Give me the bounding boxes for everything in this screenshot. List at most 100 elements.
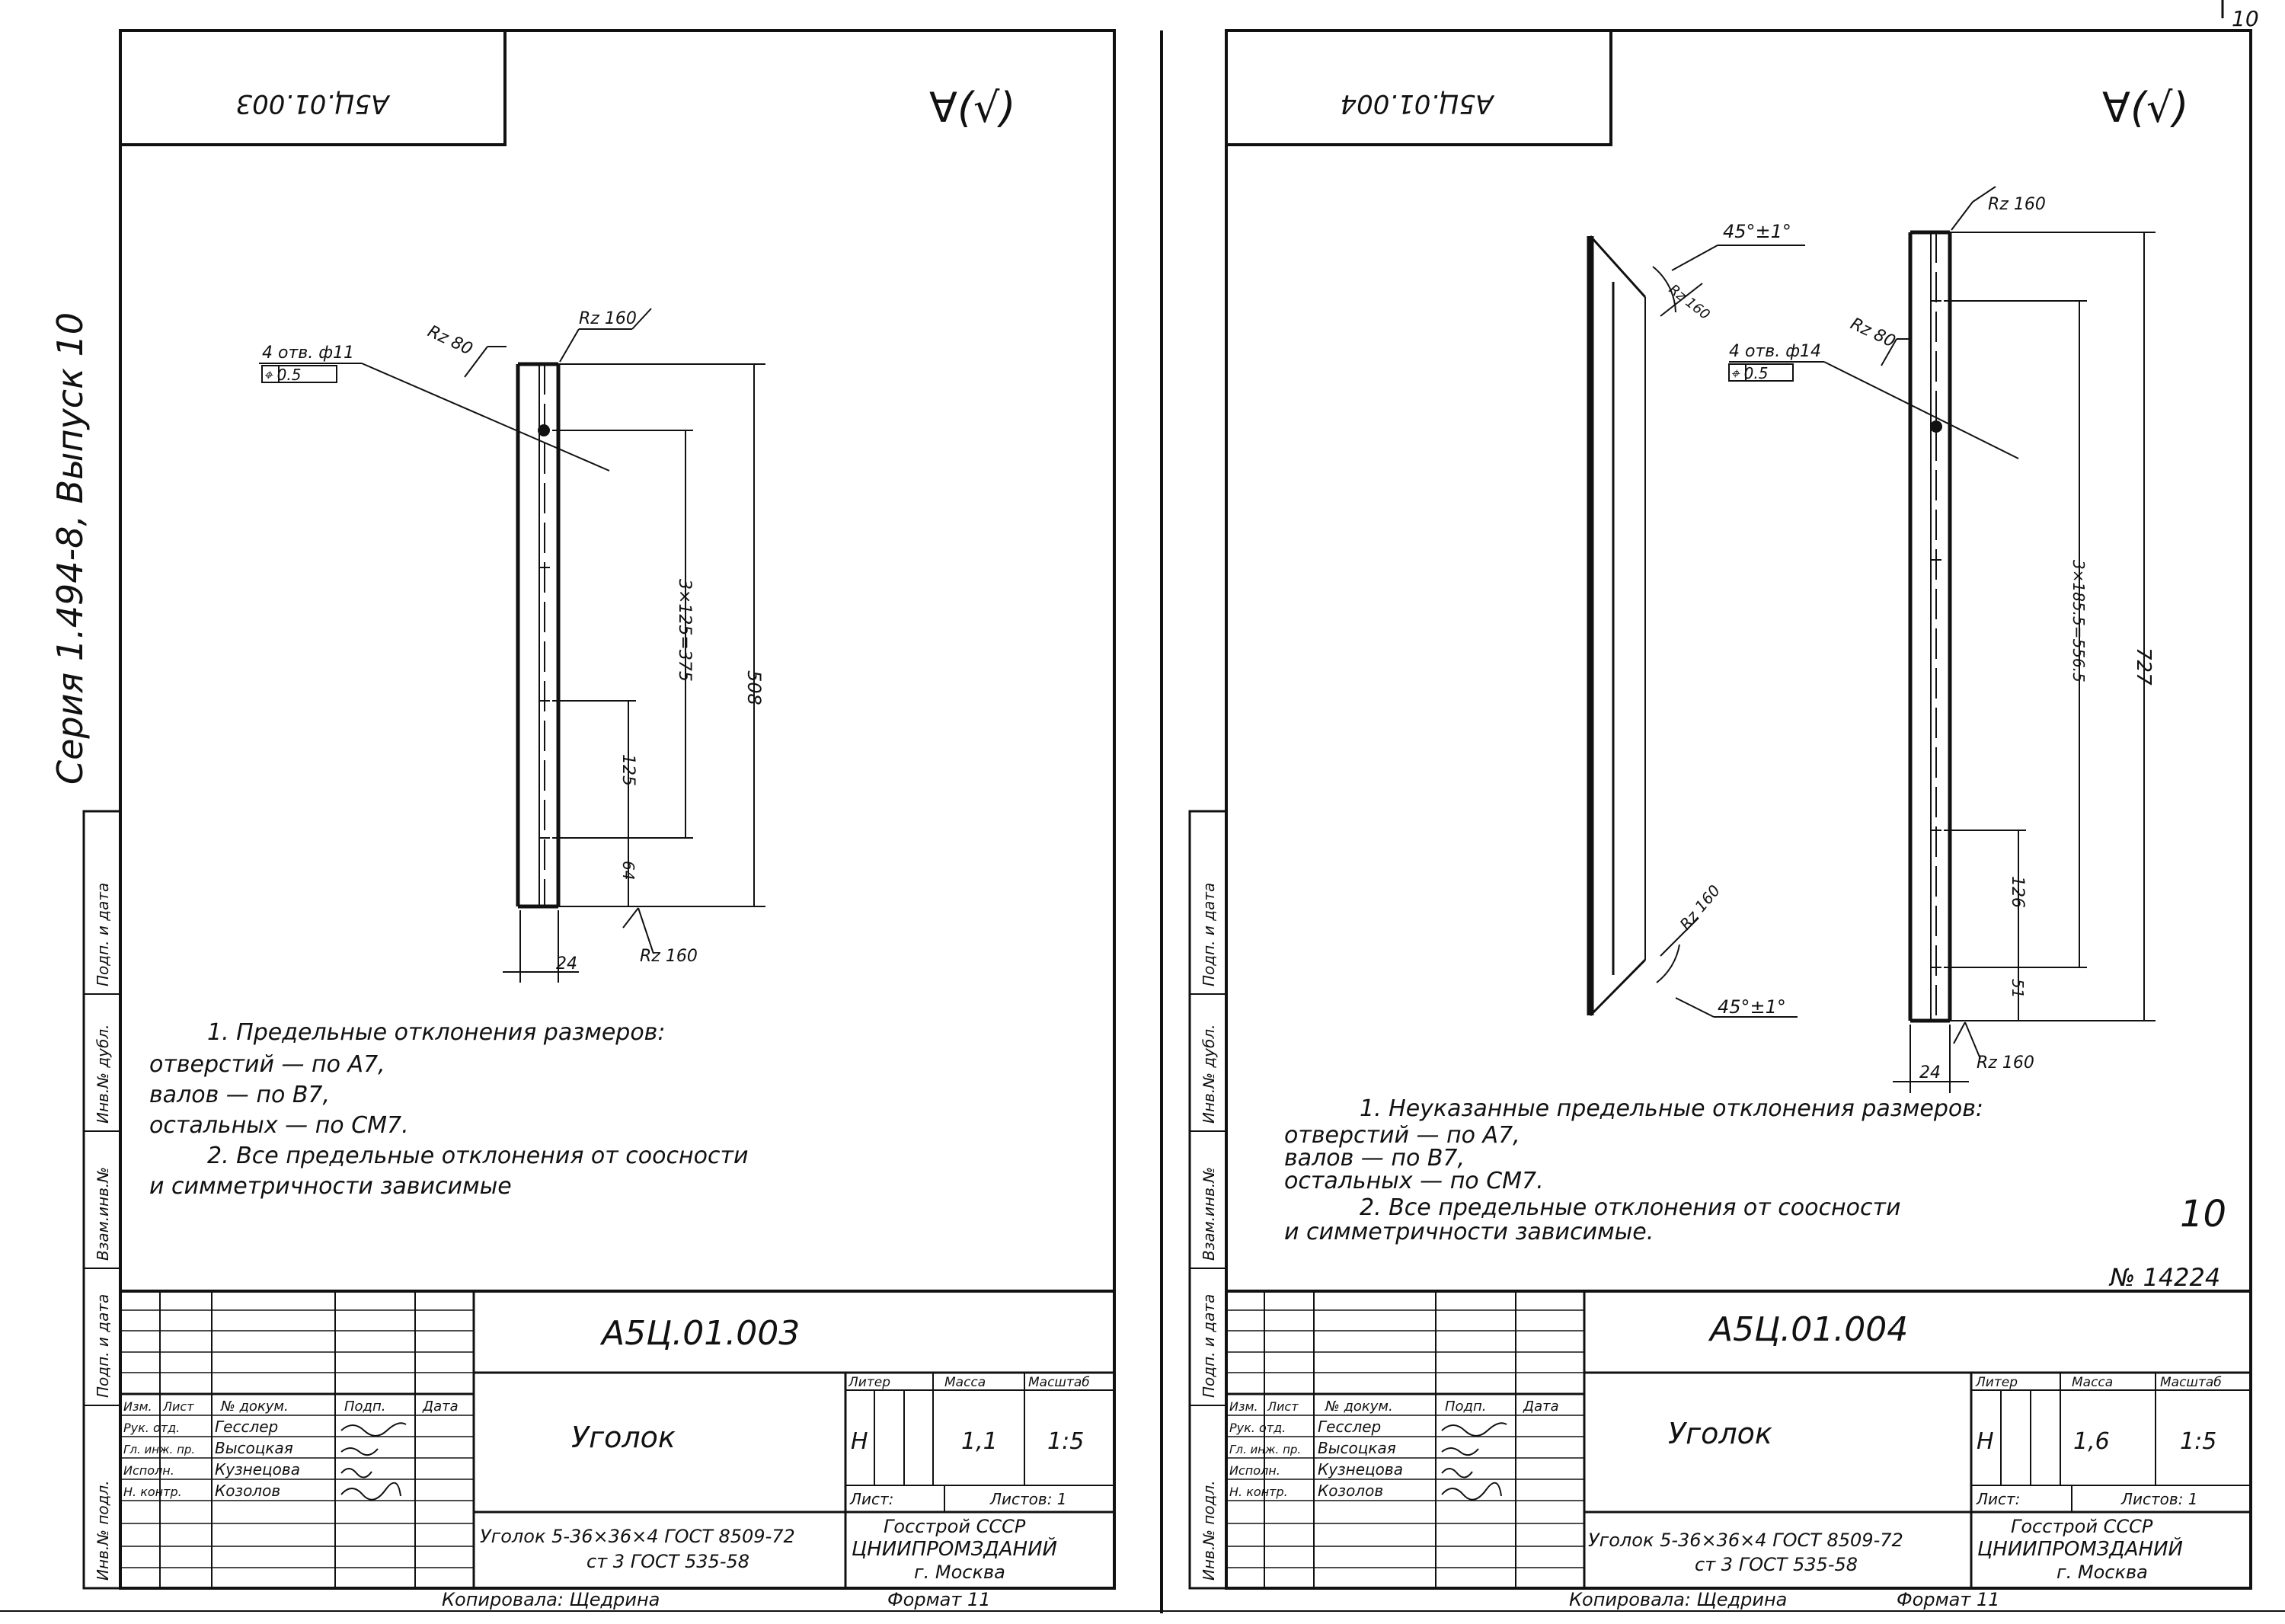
tb-col-header: Лист [162,1399,194,1414]
code-box-label: А5Ц.01.003 [235,88,390,119]
label-hole: 4 отв. ф14 [1729,342,1821,361]
frame-right [1225,29,2252,1590]
doc-number: № 14224 [2108,1263,2220,1292]
signature-mark [1441,1422,1507,1501]
tb-sheet-label: Лист: [849,1490,893,1508]
tb-mass-header: Масса [944,1375,986,1390]
tb-part-name: Уголок [1668,1417,1772,1450]
label-rz80: Rz 80 [424,322,475,360]
tb-org-2: ЦНИИПРОМЗДАНИЙ [1977,1536,2183,1561]
tb-role: Рук. отд. [1229,1421,1286,1435]
part-side-view [1587,235,1805,1018]
tb-material-1: Уголок 5-36×36×4 ГОСТ 8509-72 [480,1526,795,1547]
tb-litera-header: Литер [848,1375,890,1390]
title-block-right [1225,1290,2252,1590]
tb-col-header: Изм. [1229,1399,1258,1414]
side-stamp-label: Инв.№ подл. [1200,1480,1218,1581]
tb-material-1: Уголок 5-36×36×4 ГОСТ 8509-72 [1588,1530,1903,1551]
tb-role: Исполн. [123,1463,174,1478]
part-view-left [259,308,765,983]
side-stamp-right: Инв.№ подл. Подп. и дата Взам.инв.№ Инв.… [1188,810,1228,1590]
label-tolerance: ⌖ 0.5 [1731,364,1768,382]
tb-org-2: ЦНИИПРОМЗДАНИЙ [852,1536,1057,1561]
label-rz160-bottom: Rz 160 [640,947,698,966]
tb-sheet-label: Лист: [1976,1490,2020,1508]
tb-col-header: № докум. [220,1399,289,1415]
tb-col-header: Изм. [123,1399,152,1414]
tb-org-3: г. Москва [914,1562,1005,1583]
roughness-symbol: ∀(√) [2102,84,2188,132]
side-stamp-left: Инв.№ подл. Подп. и дата Взам.инв.№ Инв.… [82,810,122,1590]
tb-mass: 1,6 [2073,1428,2110,1455]
tb-name: Козолов [1318,1482,1383,1500]
tb-role: Рук. отд. [123,1421,180,1435]
tb-role: Гл. инж. пр. [1229,1443,1301,1456]
label-rz160-top: Rz 160 [1988,195,2046,214]
series-text: Серия 1.494-8, Выпуск 10 [50,312,91,785]
label-dim-51: 51 [2009,979,2027,998]
note-line: и симметричности зависимые [149,1173,512,1200]
side-stamp-label: Подп. и дата [1200,883,1218,986]
label-rz160-bottom: Rz 160 [1977,1053,2034,1073]
note-line: 2. Все предельные отклонения от соосност… [1360,1194,1900,1221]
tb-sheets-label: Листов: 1 [989,1490,1067,1508]
tb-name: Гесслер [215,1418,278,1436]
copied-by-left: Копировала: Щедрина [442,1589,660,1610]
label-tolerance: ⌖ 0.5 [264,366,301,384]
label-dim-24: 24 [1919,1063,1941,1082]
tb-org-1: Госстрой СССР [884,1516,1026,1537]
label-dim-125: 125 [618,754,638,786]
label-dim-series: 3×125=375 [675,579,694,682]
signature-mark [340,1422,407,1501]
tb-role: Н. контр. [1229,1485,1288,1499]
tb-role: Исполн. [1229,1463,1280,1478]
code-box-label: А5Ц.01.004 [1340,88,1494,119]
side-stamp-label: Взам.инв.№ [94,1167,112,1261]
side-stamp-label: Инв.№ подл. [94,1480,112,1581]
tb-org-1: Госстрой СССР [2011,1516,2153,1537]
sheet-right: Инв.№ подл. Подп. и дата Взам.инв.№ Инв.… [1188,29,2252,1590]
format-right: Формат 11 [1897,1589,2000,1610]
sheet-left: Инв.№ подл. Подп. и дата Взам.инв.№ Инв.… [82,29,1116,1590]
tb-litera: Н [1977,1428,1994,1455]
label-dim-64: 64 [619,861,638,880]
tb-litera: Н [851,1428,868,1455]
copied-by-right: Копировала: Щедрина [1569,1589,1787,1610]
tb-name: Кузнецова [215,1460,300,1479]
tb-name: Кузнецова [1318,1460,1403,1479]
label-rz160-left-top: Rz 160 [1666,281,1713,323]
tb-col-header: Подп. [1445,1399,1486,1415]
tb-name: Высоцкая [1318,1439,1396,1457]
note-line: остальных — по СМ7. [149,1112,409,1139]
tb-sheets-label: Листов: 1 [2120,1490,2198,1508]
label-rz160-left-bottom: Rz 160 [1676,881,1724,933]
tb-material-2: ст 3 ГОСТ 535-58 [586,1551,749,1572]
tb-role: Гл. инж. пр. [123,1443,195,1456]
note-line: валов — по В7, [149,1082,330,1108]
tb-scale-header: Масштаб [2160,1375,2222,1390]
tb-col-header: Подп. [344,1399,385,1415]
note-line: 1. Предельные отклонения размеров: [207,1019,665,1046]
side-stamp-label: Подп. и дата [1200,1294,1218,1398]
roughness-symbol: ∀(√) [929,84,1015,132]
tb-mass-header: Масса [2072,1375,2113,1390]
tb-scale: 1:5 [1047,1428,1084,1455]
tb-col-header: Дата [1523,1399,1559,1415]
side-stamp-label: Инв.№ дубл. [1200,1025,1218,1124]
tb-col-header: Лист [1267,1399,1299,1414]
side-stamp-label: Инв.№ дубл. [94,1025,112,1124]
tb-litera-header: Литер [1975,1375,2018,1390]
tb-designation: А5Ц.01.004 [1708,1310,1908,1349]
label-hole: 4 отв. ф11 [262,344,354,363]
note-line: 2. Все предельные отклонения от соосност… [207,1143,748,1169]
side-stamp-label: Подп. и дата [94,883,112,986]
note-line: отверстий — по А7, [1284,1122,1520,1149]
tb-scale: 1:5 [2180,1428,2216,1455]
label-dim-126: 126 [2008,876,2027,908]
note-line: 1. Неуказанные предельные отклонения раз… [1360,1095,1983,1122]
tb-org-3: г. Москва [2056,1562,2148,1583]
label-angle-top: 45°±1° [1723,221,1791,242]
note-line: валов — по В7, [1284,1145,1465,1172]
tb-role: Н. контр. [123,1485,182,1499]
